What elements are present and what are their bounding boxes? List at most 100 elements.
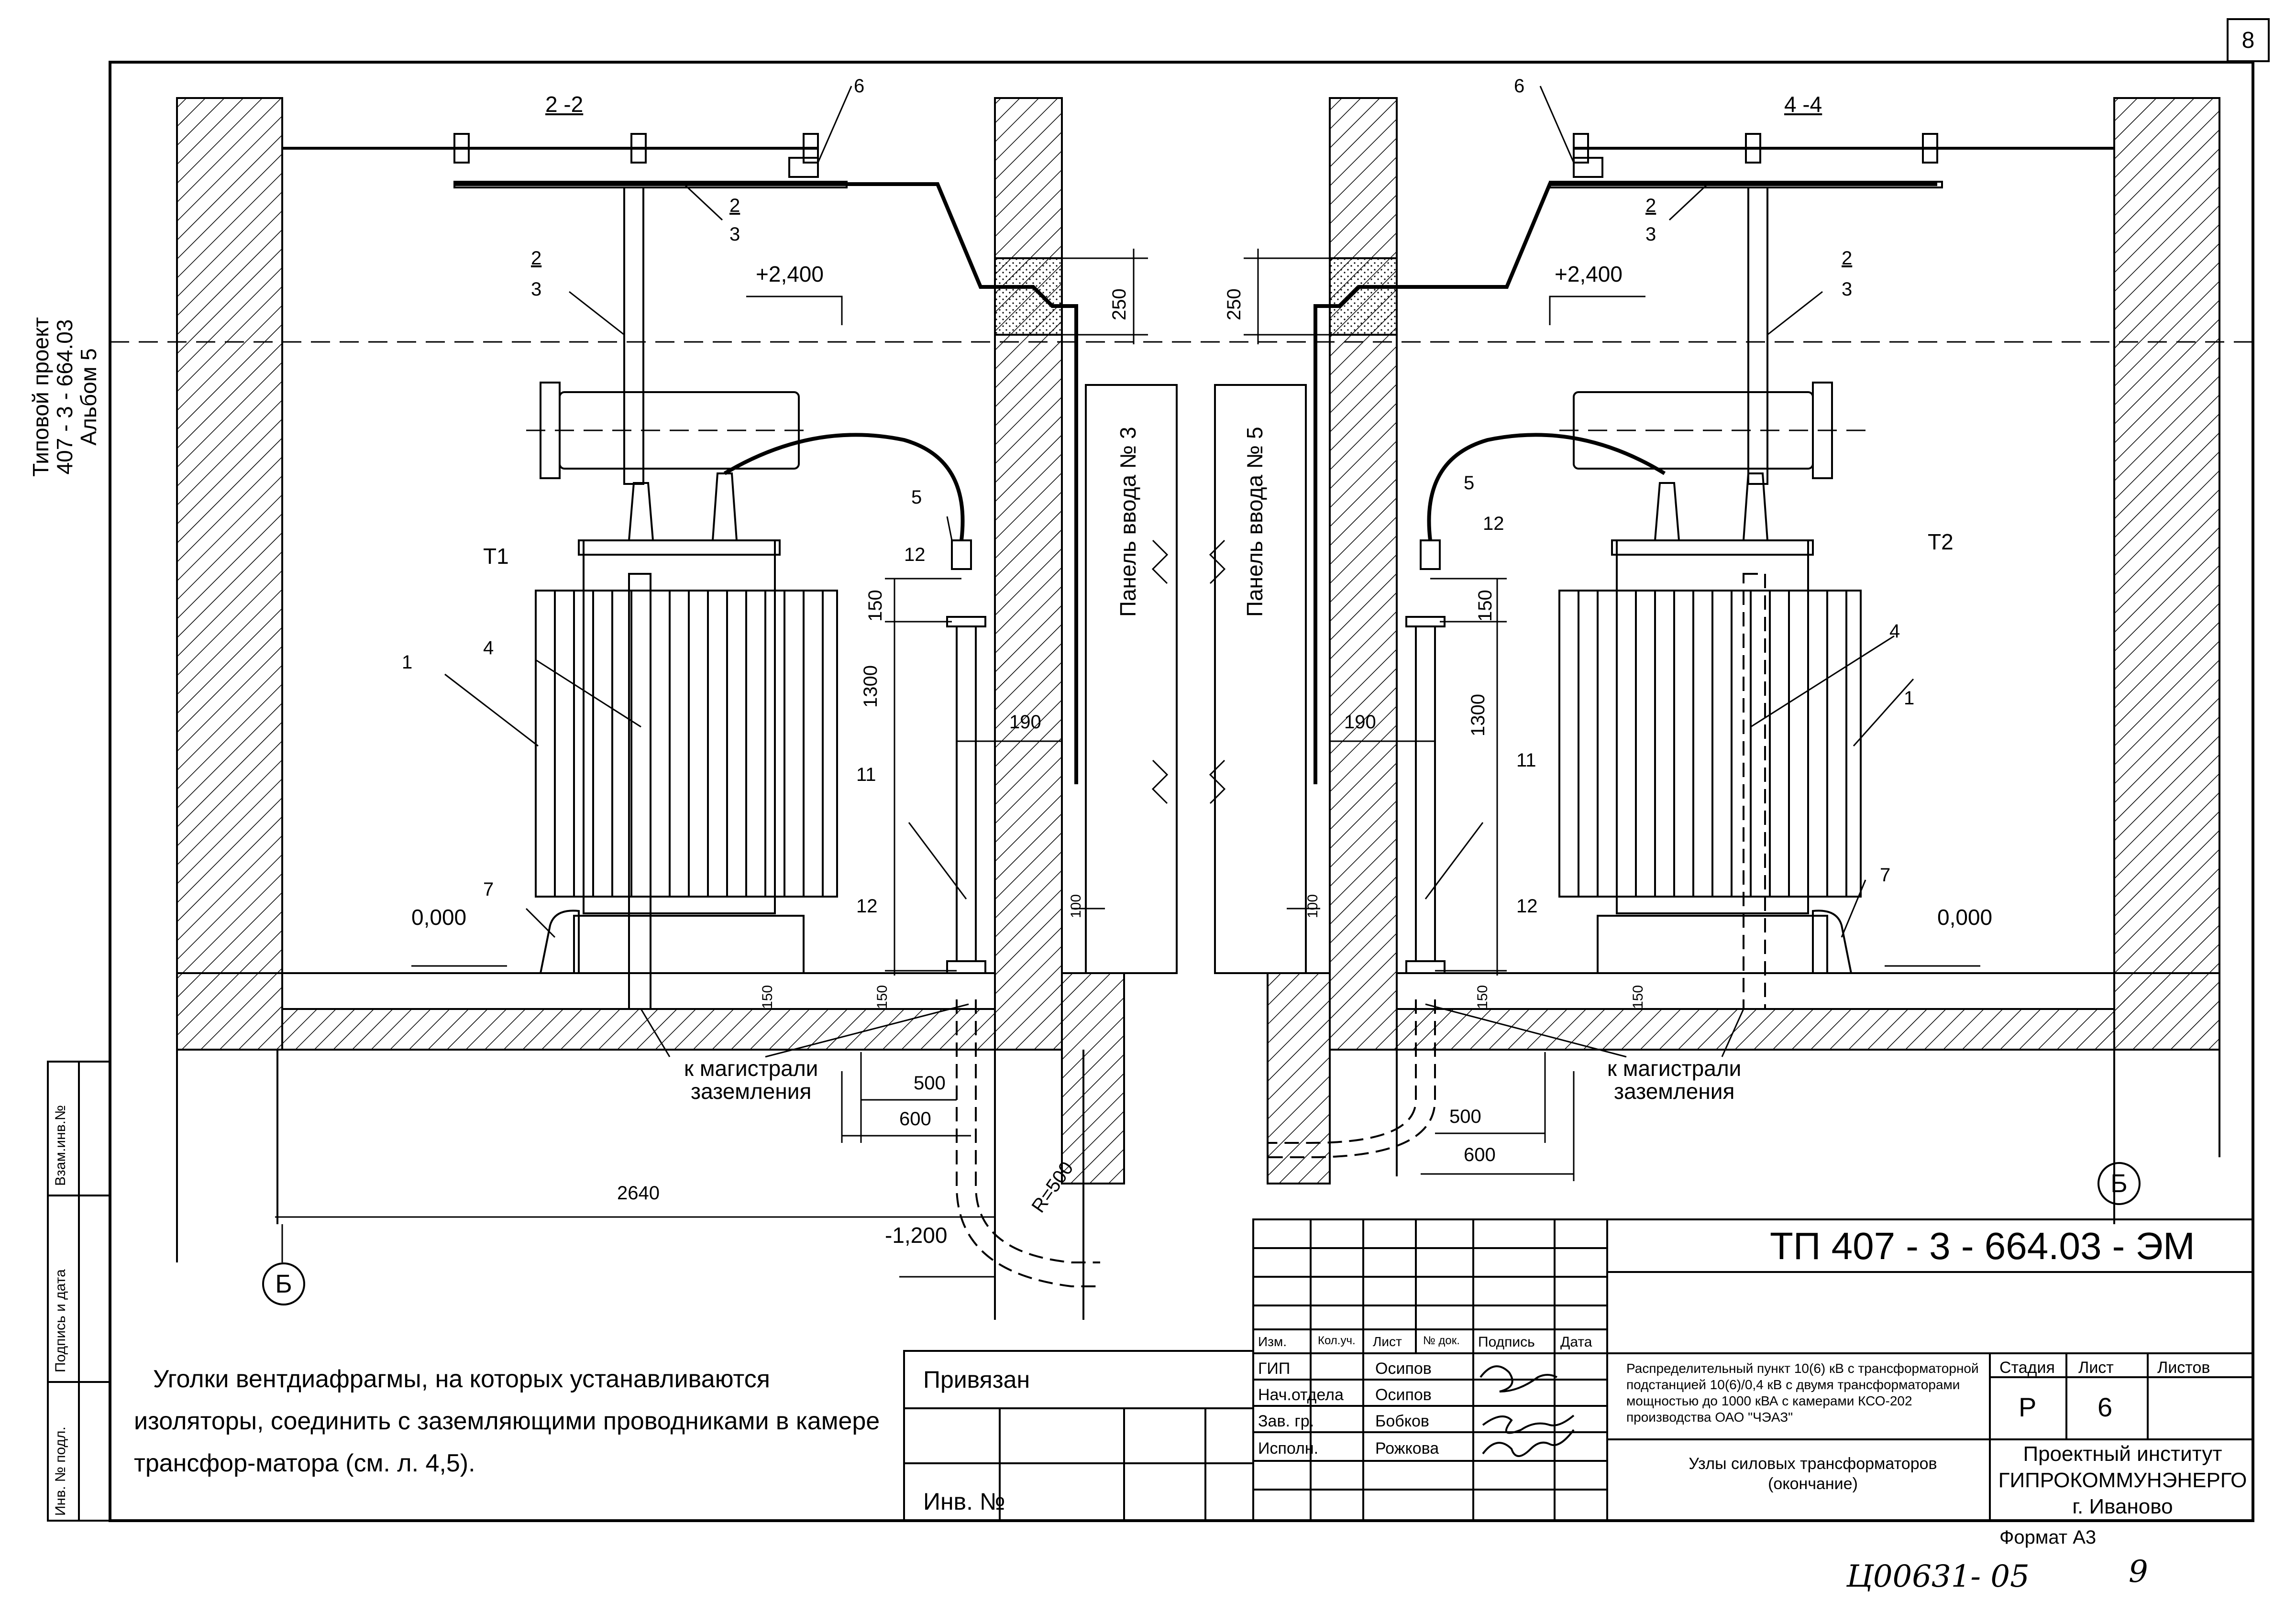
name-3: Рожкова	[1375, 1439, 1439, 1458]
left-dim-150b: 150	[760, 985, 775, 1009]
right-callout-2b-den: 3	[1842, 279, 1853, 300]
left-dim-1300: 1300	[860, 665, 881, 708]
right-callout-2a-den: 3	[1645, 224, 1656, 245]
right-dim-250: 250	[1224, 288, 1245, 320]
archive-page: 9	[2129, 1554, 2148, 1590]
left-panel-label: Панель ввода № 3	[1115, 427, 1140, 617]
archive-code: Ц00631- 05	[1846, 1559, 2030, 1594]
left-callout-12b: 12	[856, 896, 878, 917]
stamp-sig: Подпись и дата	[53, 1269, 68, 1372]
right-ground-label: к магистрали заземления	[1607, 1057, 1741, 1103]
stamp-vzam: Взам.инв.№	[53, 1105, 68, 1186]
stamp-inv: Инв. № подл.	[53, 1426, 68, 1516]
name-1: Осипов	[1375, 1386, 1432, 1404]
sheet-frame	[109, 61, 2254, 1522]
side-title-line2: 407 - 3 - 664.03	[52, 319, 77, 475]
sheets-header: Листов	[2157, 1359, 2210, 1377]
right-ground-text: к магистрали заземления	[1607, 1056, 1742, 1104]
sheet-value: 6	[2097, 1392, 2113, 1422]
stage-value: Р	[2019, 1392, 2037, 1422]
sheet-number: 8	[2227, 18, 2270, 62]
general-note: Уголки вентдиафрагмы, на которых устанав…	[134, 1365, 880, 1477]
left-callout-2a-num: 2	[729, 195, 740, 216]
role-2: Зав. гр.	[1258, 1412, 1314, 1430]
name-0: Осипов	[1375, 1360, 1432, 1378]
left-dim-500: 500	[914, 1073, 946, 1094]
left-callout-12a: 12	[904, 544, 926, 565]
left-section-label: 2 -2	[545, 92, 584, 117]
left-callout-1: 1	[402, 652, 413, 673]
drawing-subtitle-text: Узлы силовых трансформаторов (окончание)	[1689, 1455, 1937, 1493]
right-callout-2a-num: 2	[1645, 195, 1656, 216]
left-callout-5: 5	[911, 487, 922, 508]
left-callout-2a-den: 3	[729, 224, 740, 245]
right-dim-100: 100	[1305, 894, 1321, 918]
hdr-data: Дата	[1560, 1334, 1592, 1350]
role-3: Исполн.	[1258, 1439, 1319, 1458]
stage-header: Стадия	[1999, 1359, 2055, 1377]
hdr-ndok: № док.	[1423, 1334, 1460, 1347]
sheet-header: Лист	[2078, 1359, 2114, 1377]
left-dim-150a: 150	[865, 590, 886, 622]
left-callout-11: 11	[856, 764, 876, 785]
right-callout-5: 5	[1464, 472, 1475, 493]
left-dim-600: 600	[899, 1108, 931, 1129]
left-ground-label: к магистрали заземления	[684, 1057, 818, 1103]
hdr-list: Лист	[1373, 1334, 1402, 1349]
document-code: ТП 407 - 3 - 664.03 - ЭМ	[1770, 1225, 2195, 1267]
right-dim-150a: 150	[1475, 590, 1496, 622]
right-dim-600: 600	[1464, 1144, 1496, 1165]
right-callout-12b: 12	[1516, 896, 1538, 917]
right-dim-150c: 150	[1630, 985, 1646, 1009]
binding-privyazan: Привязан	[923, 1366, 1030, 1393]
left-dim-2640: 2640	[617, 1183, 660, 1204]
right-callout-11: 11	[1516, 750, 1536, 771]
drawing-subtitle: Узлы силовых трансформаторов (окончание)	[1645, 1454, 1980, 1494]
right-dim-150b: 150	[1475, 985, 1490, 1009]
right-dim-190: 190	[1344, 712, 1376, 733]
right-callout-12a: 12	[1483, 513, 1504, 534]
left-dim-190: 190	[1009, 712, 1041, 733]
right-callout-2b-num: 2	[1842, 248, 1853, 269]
left-callout-2b-den: 3	[531, 279, 542, 300]
right-transformer-label: T2	[1928, 529, 1954, 554]
left-elev-bottom: -1,200	[885, 1223, 948, 1248]
title-block	[1252, 1218, 2254, 1522]
side-stamp	[47, 1061, 111, 1522]
right-dim-500: 500	[1449, 1106, 1481, 1127]
left-view	[110, 86, 2253, 1320]
right-callout-7: 7	[1880, 865, 1891, 886]
right-elev-zero: 0,000	[1937, 905, 1993, 930]
hdr-kol: Кол.уч.	[1318, 1334, 1356, 1347]
hdr-podpis: Подпись	[1478, 1334, 1535, 1350]
left-dim-250: 250	[1109, 288, 1130, 320]
project-description: Распределительный пункт 10(6) кВ с транс…	[1626, 1361, 1979, 1425]
left-callout-2b-num: 2	[531, 248, 542, 269]
right-callout-1: 1	[1904, 688, 1915, 709]
right-axis-marker: Б	[2097, 1162, 2141, 1205]
paper-format: Формат А3	[1999, 1527, 2097, 1548]
side-title-line3: Альбом 5	[76, 348, 101, 446]
left-elev-zero: 0,000	[411, 905, 467, 930]
left-dim-150c: 150	[874, 985, 890, 1009]
binding-inv: Инв. №	[923, 1488, 1005, 1515]
side-title-line1: Типовой проект	[28, 317, 53, 477]
left-callout-6: 6	[854, 76, 865, 97]
right-dim-1300: 1300	[1468, 694, 1489, 736]
left-callout-7: 7	[483, 879, 494, 900]
right-view	[1209, 86, 2220, 1224]
side-title: Типовой проект 407 - 3 - 664.03 Альбом 5	[28, 273, 101, 521]
right-callout-4: 4	[1889, 621, 1900, 642]
hdr-izm: Изм.	[1258, 1334, 1287, 1349]
right-panel-label: Панель ввода № 5	[1242, 427, 1267, 617]
right-section-label: 4 -4	[1784, 92, 1822, 117]
name-2: Бобков	[1375, 1412, 1429, 1430]
organization: Проектный институт ГИПРОКОММУНЭНЕРГО г. …	[1992, 1442, 2253, 1521]
left-axis-marker: Б	[262, 1262, 305, 1305]
left-dim-100: 100	[1068, 894, 1084, 918]
left-callout-4: 4	[483, 637, 494, 658]
role-1: Нач.отдела	[1258, 1386, 1344, 1404]
left-transformer-label: T1	[483, 544, 509, 569]
right-callout-6: 6	[1514, 76, 1525, 97]
